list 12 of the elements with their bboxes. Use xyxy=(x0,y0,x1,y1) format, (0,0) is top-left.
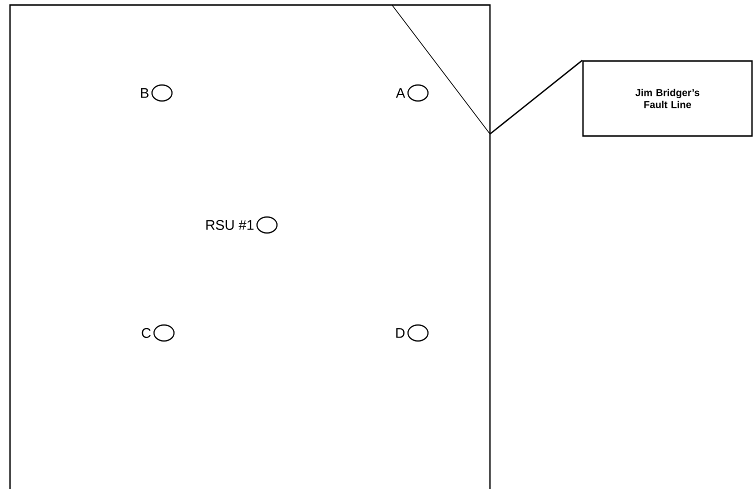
callout-box: Jim Bridger’s Fault Line xyxy=(582,60,753,137)
circle-marker xyxy=(151,84,173,102)
circle-marker xyxy=(153,324,175,342)
circle-marker xyxy=(256,216,278,234)
fault-line xyxy=(392,4,490,134)
point-label: A xyxy=(396,88,406,98)
point-label: C xyxy=(142,328,151,338)
point-label: B xyxy=(141,88,148,98)
point-label: D xyxy=(396,328,405,338)
point-label: RSU #1 xyxy=(206,220,254,230)
leader-line xyxy=(490,60,583,135)
circle-marker xyxy=(407,324,429,342)
